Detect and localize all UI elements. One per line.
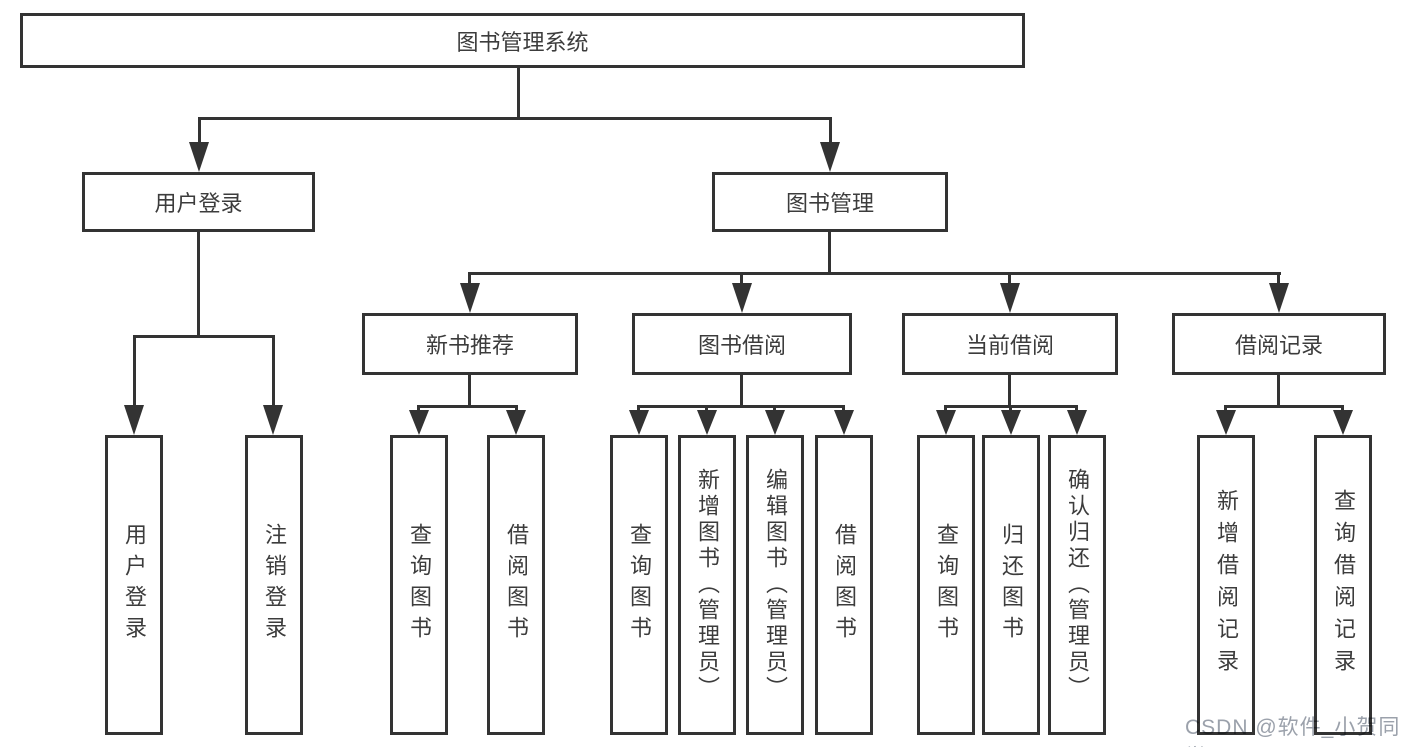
node-label: 查询借阅记录	[1331, 489, 1356, 681]
node-label: 查询图书	[407, 523, 432, 647]
node-label: 借阅图书	[832, 523, 857, 647]
node-book-management-system: 图书管理系统	[20, 13, 1025, 68]
connector-line	[417, 405, 420, 413]
node-label: 新增借阅记录	[1214, 489, 1239, 681]
node-label: 确认归还（管理员）	[1065, 468, 1090, 702]
connector-line	[1224, 405, 1227, 413]
node-label: 借阅图书	[504, 523, 529, 647]
leaf-query-books-1: 查询图书	[390, 435, 448, 735]
connector-line	[637, 405, 845, 408]
arrow-down-icon	[506, 410, 526, 435]
connector-line	[1277, 272, 1280, 285]
connector-line	[133, 335, 275, 338]
connector-line	[1341, 405, 1344, 413]
arrow-down-icon	[629, 410, 649, 435]
node-book-management: 图书管理	[712, 172, 948, 232]
connector-line	[417, 405, 517, 408]
leaf-confirm-return-admin: 确认归还（管理员）	[1048, 435, 1106, 735]
node-label: 编辑图书（管理员）	[763, 468, 788, 702]
arrow-down-icon	[732, 283, 752, 313]
connector-line	[828, 232, 831, 272]
node-label: 借阅记录	[1234, 333, 1323, 358]
arrow-down-icon	[765, 410, 785, 435]
node-user-login: 用户登录	[82, 172, 315, 232]
arrow-down-icon	[834, 410, 854, 435]
connector-line	[829, 117, 832, 144]
connector-line	[198, 117, 832, 120]
connector-line	[1277, 375, 1280, 405]
connector-line	[773, 405, 776, 413]
leaf-return-books: 归还图书	[982, 435, 1040, 735]
node-label: 注销登录	[262, 523, 287, 647]
connector-line	[637, 405, 640, 413]
arrow-down-icon	[409, 410, 429, 435]
arrow-down-icon	[936, 410, 956, 435]
leaf-add-borrow-record: 新增借阅记录	[1197, 435, 1255, 735]
arrow-down-icon	[263, 405, 283, 435]
watermark: CSDN @软件_小贺同学	[1185, 716, 1401, 747]
connector-line	[740, 375, 743, 405]
arrow-down-icon	[697, 410, 717, 435]
node-label: 查询图书	[627, 523, 652, 647]
connector-line	[515, 405, 518, 413]
node-label: 图书管理	[785, 191, 874, 216]
node-label: 新增图书（管理员）	[695, 468, 720, 702]
leaf-query-books-2: 查询图书	[610, 435, 668, 735]
arrow-down-icon	[189, 142, 209, 172]
node-label: 当前借阅	[965, 333, 1054, 358]
arrow-down-icon	[1000, 283, 1020, 313]
node-book-borrowing: 图书借阅	[632, 313, 852, 375]
node-label: 新书推荐	[425, 333, 514, 358]
node-label: 图书管理系统	[456, 29, 589, 55]
node-borrowing-records: 借阅记录	[1172, 313, 1386, 375]
leaf-edit-book-admin: 编辑图书（管理员）	[746, 435, 804, 735]
connector-line	[842, 405, 845, 413]
connector-line	[198, 117, 201, 144]
node-label: 用户登录	[154, 191, 243, 216]
connector-line	[468, 272, 471, 285]
connector-line	[1008, 272, 1011, 285]
leaf-logout: 注销登录	[245, 435, 303, 735]
connector-line	[133, 335, 136, 407]
arrow-down-icon	[1333, 410, 1353, 435]
connector-line	[1075, 405, 1078, 413]
leaf-query-books-3: 查询图书	[917, 435, 975, 735]
connector-line	[468, 375, 471, 405]
arrow-down-icon	[460, 283, 480, 313]
connector-line	[517, 68, 520, 117]
node-label: 图书借阅	[697, 333, 786, 358]
connector-line	[1224, 405, 1344, 408]
arrow-down-icon	[1216, 410, 1236, 435]
node-new-book-recommendation: 新书推荐	[362, 313, 578, 375]
arrow-down-icon	[1001, 410, 1021, 435]
connector-line	[705, 405, 708, 413]
connector-line	[944, 405, 947, 413]
leaf-query-borrow-record: 查询借阅记录	[1314, 435, 1372, 735]
connector-line	[1009, 405, 1012, 413]
node-current-borrowing: 当前借阅	[902, 313, 1118, 375]
node-label: 归还图书	[999, 523, 1024, 647]
connector-line	[469, 272, 1281, 275]
leaf-user-login: 用户登录	[105, 435, 163, 735]
node-label: 查询图书	[934, 523, 959, 647]
arrow-down-icon	[1269, 283, 1289, 313]
arrow-down-icon	[124, 405, 144, 435]
connector-line	[197, 232, 200, 335]
leaf-borrow-books-2: 借阅图书	[815, 435, 873, 735]
arrow-down-icon	[1067, 410, 1087, 435]
arrow-down-icon	[820, 142, 840, 172]
connector-line	[1008, 375, 1011, 405]
connector-line	[272, 335, 275, 407]
connector-line	[740, 272, 743, 285]
leaf-borrow-books-1: 借阅图书	[487, 435, 545, 735]
node-label: 用户登录	[122, 523, 147, 647]
leaf-add-book-admin: 新增图书（管理员）	[678, 435, 736, 735]
